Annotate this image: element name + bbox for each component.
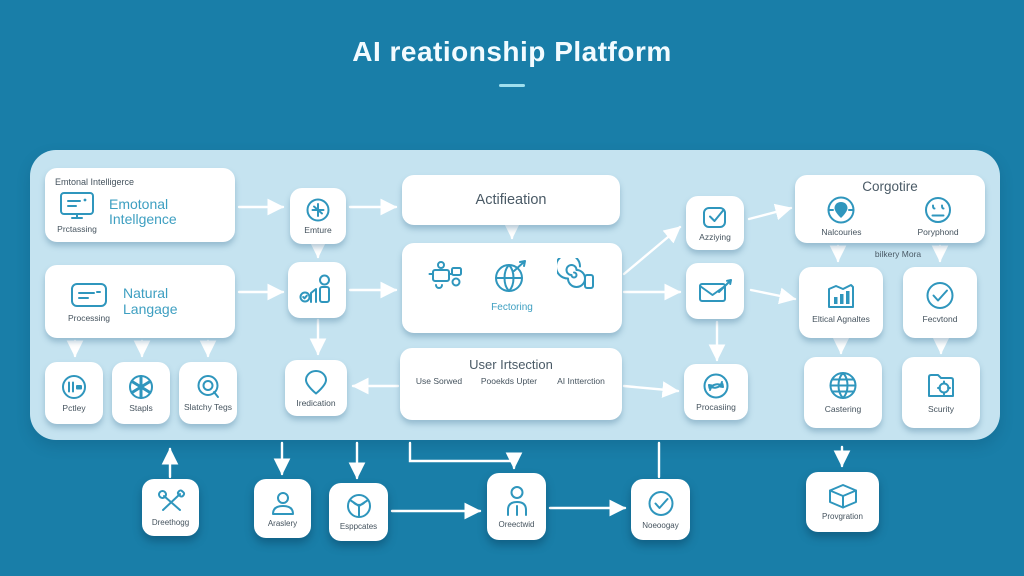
node-label: Esppcates — [339, 522, 378, 532]
node-actification: Actifieation — [402, 175, 620, 225]
person-icon — [271, 491, 294, 515]
node-label: Fecvtond — [922, 314, 958, 325]
node-label: Castering — [824, 404, 862, 415]
node-fectoring: Fectoring — [402, 243, 622, 333]
node-emotional-intelligence: Emtonal Intelligerce Prctassing Emotonal… — [45, 168, 235, 242]
person-outline-icon — [506, 485, 527, 516]
node-label: Actifieation — [475, 192, 547, 208]
node-title: Corgotire — [862, 179, 918, 194]
mail-compose-icon — [699, 279, 732, 302]
node-label: Slatchy Tegs — [183, 401, 233, 412]
globe-arrow-icon — [495, 260, 526, 292]
icon-caption: Processing — [67, 312, 111, 323]
globe-icon — [829, 372, 857, 400]
person-chart-icon — [299, 274, 330, 303]
node-label: Araslery — [267, 518, 298, 528]
sync-circle-icon — [703, 373, 729, 399]
node-label: Poryphond — [917, 227, 959, 237]
checkbox-icon — [703, 206, 726, 228]
title-underline — [499, 84, 525, 87]
node-sub-label: Pooekds Upter — [480, 376, 538, 386]
node-label: Scurity — [928, 404, 954, 415]
wheel-icon — [129, 374, 153, 399]
node-esppcates: Esppcates — [329, 483, 388, 541]
node-emture: Emture — [290, 188, 346, 244]
package-icon — [828, 484, 857, 509]
robot-icon — [428, 261, 462, 289]
node-label: Provgration — [822, 512, 863, 522]
node-label: Fectoring — [491, 302, 533, 313]
node-fecvtond: Fecvtond — [903, 267, 977, 338]
pin-circle-icon — [827, 196, 855, 224]
node-sub-label: Use Sorwed — [415, 376, 463, 386]
chart-folder-icon — [828, 284, 854, 309]
page-title: AI reationship Platform — [352, 36, 672, 67]
node-castering: Castering — [804, 357, 882, 428]
node-iredication: Iredication — [285, 360, 347, 416]
wheel-icon — [346, 494, 371, 519]
node-label: Stapls — [129, 402, 153, 413]
node-araslery: Araslery — [254, 479, 311, 538]
node-label: Dreethogg — [151, 517, 190, 527]
spiral-head-icon — [557, 258, 594, 289]
node-label: Iredication — [296, 397, 336, 408]
node-label: Azziying — [699, 231, 731, 242]
check-circle-icon — [926, 282, 954, 310]
node-pctley: Pctley — [45, 362, 103, 424]
node-label: Pctley — [62, 402, 86, 413]
folder-gear-icon — [928, 374, 954, 398]
gauge-icon — [62, 374, 86, 399]
q-circle-icon — [197, 374, 219, 398]
node-label: Noeoogay — [642, 520, 679, 530]
compass-circle-icon — [306, 198, 330, 222]
node-eltical-agnaltes: Eltical Agnaltes — [799, 267, 883, 338]
tools-icon — [157, 488, 185, 511]
node-person-chart — [288, 262, 346, 318]
node-title: User Irtsection — [469, 357, 553, 372]
node-provgration: Provgration — [806, 472, 879, 532]
node-sub-label: AI Intterction — [557, 376, 605, 386]
icon-caption: Prctassing — [57, 224, 97, 235]
node-procasiing: Procasiing — [684, 364, 748, 420]
node-label: Procasiing — [696, 401, 736, 412]
node-scurity: Scurity — [902, 357, 980, 428]
node-label: Nalcouries — [821, 227, 862, 237]
node-dreethogg: Dreethogg — [142, 479, 199, 536]
face-icon — [925, 197, 952, 223]
node-corgotire: Corgotire Nalcouries Poryphond — [795, 175, 985, 243]
node-label: Eltical Agnaltes — [812, 314, 870, 325]
node-user-intsection: User Irtsection Use Sorwed Pooekds Upter… — [400, 348, 622, 420]
node-label: Emotonal Intellgence — [109, 195, 177, 228]
node-noeoogay: Noeoogay — [631, 479, 690, 540]
node-stapls: Stapls — [112, 362, 170, 424]
node-natural-language: Processing Natural Langage — [45, 265, 235, 338]
node-label: Emture — [304, 224, 332, 235]
node-label: Natural Langage — [123, 284, 178, 317]
monitor-icon — [60, 192, 94, 220]
card-icon — [71, 282, 107, 307]
node-azziying: Azziying — [686, 196, 744, 250]
node-slatchy-tegs: Slatchy Tegs — [179, 362, 237, 424]
note-text: bilkery Mora — [874, 249, 922, 259]
check-circle-icon — [648, 490, 673, 516]
node-mail — [686, 263, 744, 319]
pin-icon — [305, 369, 327, 395]
node-header: Emtonal Intelligerce — [55, 177, 135, 188]
node-label: Oreectwid — [498, 519, 535, 529]
node-oreectwid: Oreectwid — [487, 473, 546, 540]
